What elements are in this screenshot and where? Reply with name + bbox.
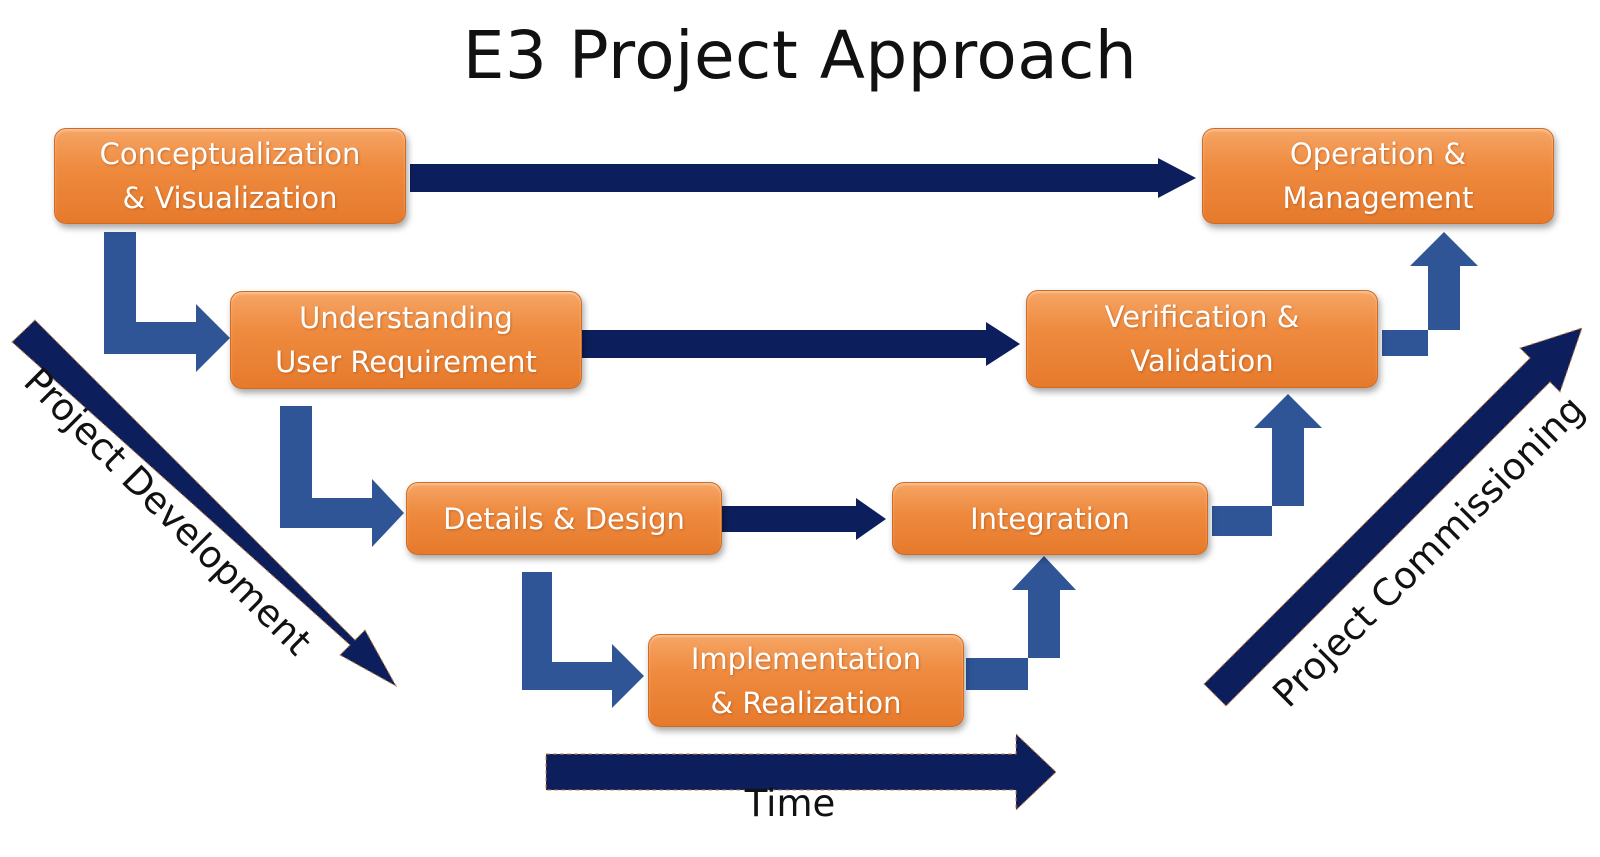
arrow-project-development (11, 319, 398, 688)
stage-label: Integration (970, 501, 1130, 536)
stage-implementation: Implementation & Realization (648, 634, 964, 727)
time-label: Time (744, 782, 836, 825)
stage-operation: Operation & Management (1202, 128, 1554, 224)
stage-label: Verification & Validation (1104, 300, 1300, 378)
arrow-integration-to-verification (1212, 394, 1322, 536)
stage-label: Operation & Management (1282, 137, 1474, 215)
arrow-implementation-to-integration (966, 556, 1076, 690)
stage-label: Understanding User Requirement (275, 301, 537, 379)
stage-understanding: Understanding User Requirement (230, 291, 582, 389)
stage-label: Implementation & Realization (690, 641, 922, 720)
stage-label: Conceptualization & Visualization (99, 137, 361, 215)
stage-label: Details & Design (443, 501, 685, 536)
stage-conceptualization: Conceptualization & Visualization (54, 128, 406, 224)
page-title: E3 Project Approach (462, 17, 1138, 94)
arrow-understanding-to-design (280, 406, 404, 547)
arrow-conceptualization-to-understanding (104, 232, 230, 372)
arrow-conceptualization-to-operation (410, 158, 1196, 198)
arrow-design-to-implementation (522, 572, 644, 708)
stage-verification: Verification & Validation (1026, 290, 1378, 388)
arrow-time (545, 732, 1057, 812)
stage-integration: Integration (892, 482, 1208, 555)
arrow-project-commissioning (1203, 327, 1583, 707)
stage-design: Details & Design (406, 482, 722, 555)
arrow-design-to-integration (722, 498, 886, 540)
arrow-understanding-to-verification (582, 322, 1020, 366)
arrow-verification-to-operation (1382, 232, 1478, 356)
